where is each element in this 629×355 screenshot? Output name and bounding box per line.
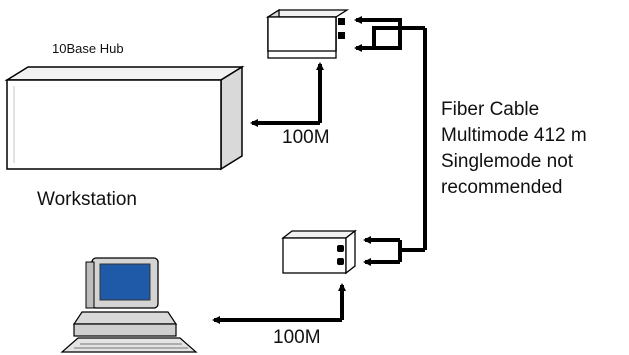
copper-link-bottom xyxy=(212,283,346,324)
hub-box-icon xyxy=(4,65,245,171)
media-converter-top-icon xyxy=(265,8,350,59)
fiber-note-line-3: Singlemode not xyxy=(441,151,574,172)
workstation-label: Workstation xyxy=(37,189,137,210)
hub-label: 10Base Hub xyxy=(52,41,124,56)
media-converter-bottom-icon xyxy=(281,229,357,275)
fiber-note-line-1: Fiber Cable xyxy=(441,99,540,120)
fiber-note-line-4: recommended xyxy=(441,177,563,198)
computer-workstation-icon xyxy=(60,257,198,353)
fiber-cable-note: Fiber Cable Multimode 412 m Singlemode n… xyxy=(441,97,587,201)
fiber-cable-link xyxy=(354,16,427,266)
speed-label-top: 100M xyxy=(282,127,330,148)
copper-link-top xyxy=(250,62,324,127)
fiber-note-line-2: Multimode 412 m xyxy=(441,125,587,146)
speed-label-bottom: 100M xyxy=(273,327,321,348)
